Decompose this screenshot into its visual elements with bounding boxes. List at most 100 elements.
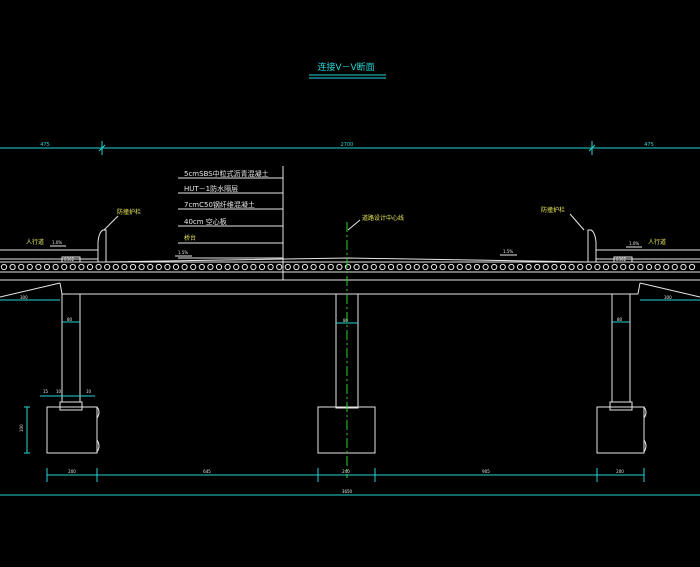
- slab-void: [680, 263, 687, 271]
- slab-void: [129, 263, 137, 271]
- slab-void: [138, 263, 145, 271]
- slab-void: [379, 263, 386, 271]
- slab-void: [164, 263, 171, 271]
- right-footing-notch: [643, 406, 647, 453]
- layer-1-label: 5cmSBS中粒式沥青混凝土: [184, 169, 269, 178]
- slab-void: [61, 263, 68, 271]
- footing-detail-dims: [24, 395, 95, 454]
- layer-3-label: 7cmC50钢纤维混凝土: [184, 200, 255, 209]
- right-guardrail-label: 防撞护栏: [541, 206, 565, 214]
- layer-5-label: 桥台: [184, 234, 196, 242]
- top-dim-left: 475: [40, 142, 50, 148]
- slab-void: [284, 263, 291, 271]
- slab-void: [241, 263, 248, 271]
- slab-void: [508, 263, 515, 271]
- left-cantilever-label: 300: [20, 295, 28, 300]
- slab-void: [267, 263, 274, 271]
- slab-void: [413, 263, 420, 271]
- slab-void: [362, 263, 369, 271]
- slab-void: [611, 263, 618, 271]
- slope-arrows: [50, 245, 642, 257]
- left-footing-notch: [96, 406, 100, 453]
- slope-left-deck: 1.5%: [178, 250, 188, 255]
- slab-void: [155, 263, 162, 271]
- slab-void: [473, 263, 481, 271]
- right-column-label: 80: [617, 317, 623, 322]
- top-dim-middle: 2700: [341, 142, 354, 148]
- slab-void: [387, 263, 395, 271]
- slab-void: [233, 263, 240, 271]
- right-cantilever-label: 300: [664, 295, 672, 300]
- slab-void: [207, 263, 214, 271]
- detail-dim-b: 10: [56, 389, 62, 394]
- slab-void: [396, 263, 403, 271]
- slab-void: [198, 263, 205, 271]
- middle-column-label: 80: [343, 318, 349, 323]
- slab-void: [620, 263, 627, 271]
- left-footing: [46, 406, 98, 454]
- right-girder-tag: 0302: [616, 257, 627, 262]
- slab-void: [439, 263, 446, 271]
- slab-void: [190, 263, 197, 271]
- slab-void: [310, 263, 317, 271]
- slab-void: [86, 263, 94, 271]
- slab-void: [688, 263, 696, 271]
- top-dim-right: 475: [644, 142, 654, 148]
- right-column: [611, 293, 631, 403]
- left-girder-tag-box: [61, 256, 81, 263]
- slab-void: [422, 263, 429, 271]
- slab-void: [336, 263, 343, 271]
- top-dimension-line: [0, 141, 700, 155]
- bottom-dim-5: 200: [616, 469, 624, 474]
- right-walkway-label: 人行道: [648, 238, 666, 246]
- slope-right-deck: 1.5%: [503, 249, 513, 254]
- slab-void: [69, 263, 76, 271]
- layer-callout: [178, 166, 284, 280]
- slab-void: [628, 263, 635, 271]
- slope-left-walkway: 1.0%: [52, 240, 62, 245]
- slab-void: [293, 263, 300, 271]
- centerline-label: 道路设计中心线: [362, 214, 404, 222]
- overall-dim-label: 3650: [342, 489, 353, 494]
- slab-void: [645, 263, 653, 271]
- right-collar: [609, 401, 633, 411]
- bottom-dim-1: 200: [68, 469, 76, 474]
- deck-surface: [0, 249, 700, 281]
- slab-void: [491, 263, 498, 271]
- slab-void: [121, 263, 128, 271]
- cap-beam: [0, 282, 700, 298]
- slab-void: [534, 263, 541, 271]
- slab-void: [181, 263, 188, 271]
- slab-void: [35, 263, 42, 271]
- slab-void: [78, 263, 85, 271]
- slope-right-walkway: 1.0%: [629, 241, 639, 246]
- left-guardrail-leader: [103, 215, 119, 231]
- right-guardrail-shape: [587, 229, 597, 262]
- detail-dim-height: 100: [19, 424, 24, 432]
- slab-void: [18, 263, 25, 271]
- slab-void: [559, 263, 567, 271]
- slab-void: [482, 263, 489, 271]
- slab-void: [525, 263, 532, 271]
- slab-void: [327, 263, 334, 271]
- slab-void: [301, 263, 309, 271]
- slab-void: [26, 263, 33, 271]
- slab-void: [671, 263, 678, 271]
- slab-void: [104, 263, 111, 271]
- left-collar: [59, 401, 83, 411]
- slab-void: [215, 263, 223, 271]
- drawing-title: 连接V－V断面: [317, 61, 374, 73]
- detail-dim-c: 10: [86, 389, 92, 394]
- slab-void: [172, 263, 180, 271]
- slab-void: [577, 263, 584, 271]
- slab-void: [112, 263, 119, 271]
- slab-void: [568, 263, 575, 271]
- left-girder-tag: 0302: [64, 257, 75, 262]
- slab-void: [594, 263, 601, 271]
- slab-void: [542, 263, 549, 271]
- left-walkway-label: 人行道: [26, 238, 44, 246]
- layer-2-label: HUT－1防水隔层: [184, 184, 238, 193]
- slab-void: [585, 263, 592, 271]
